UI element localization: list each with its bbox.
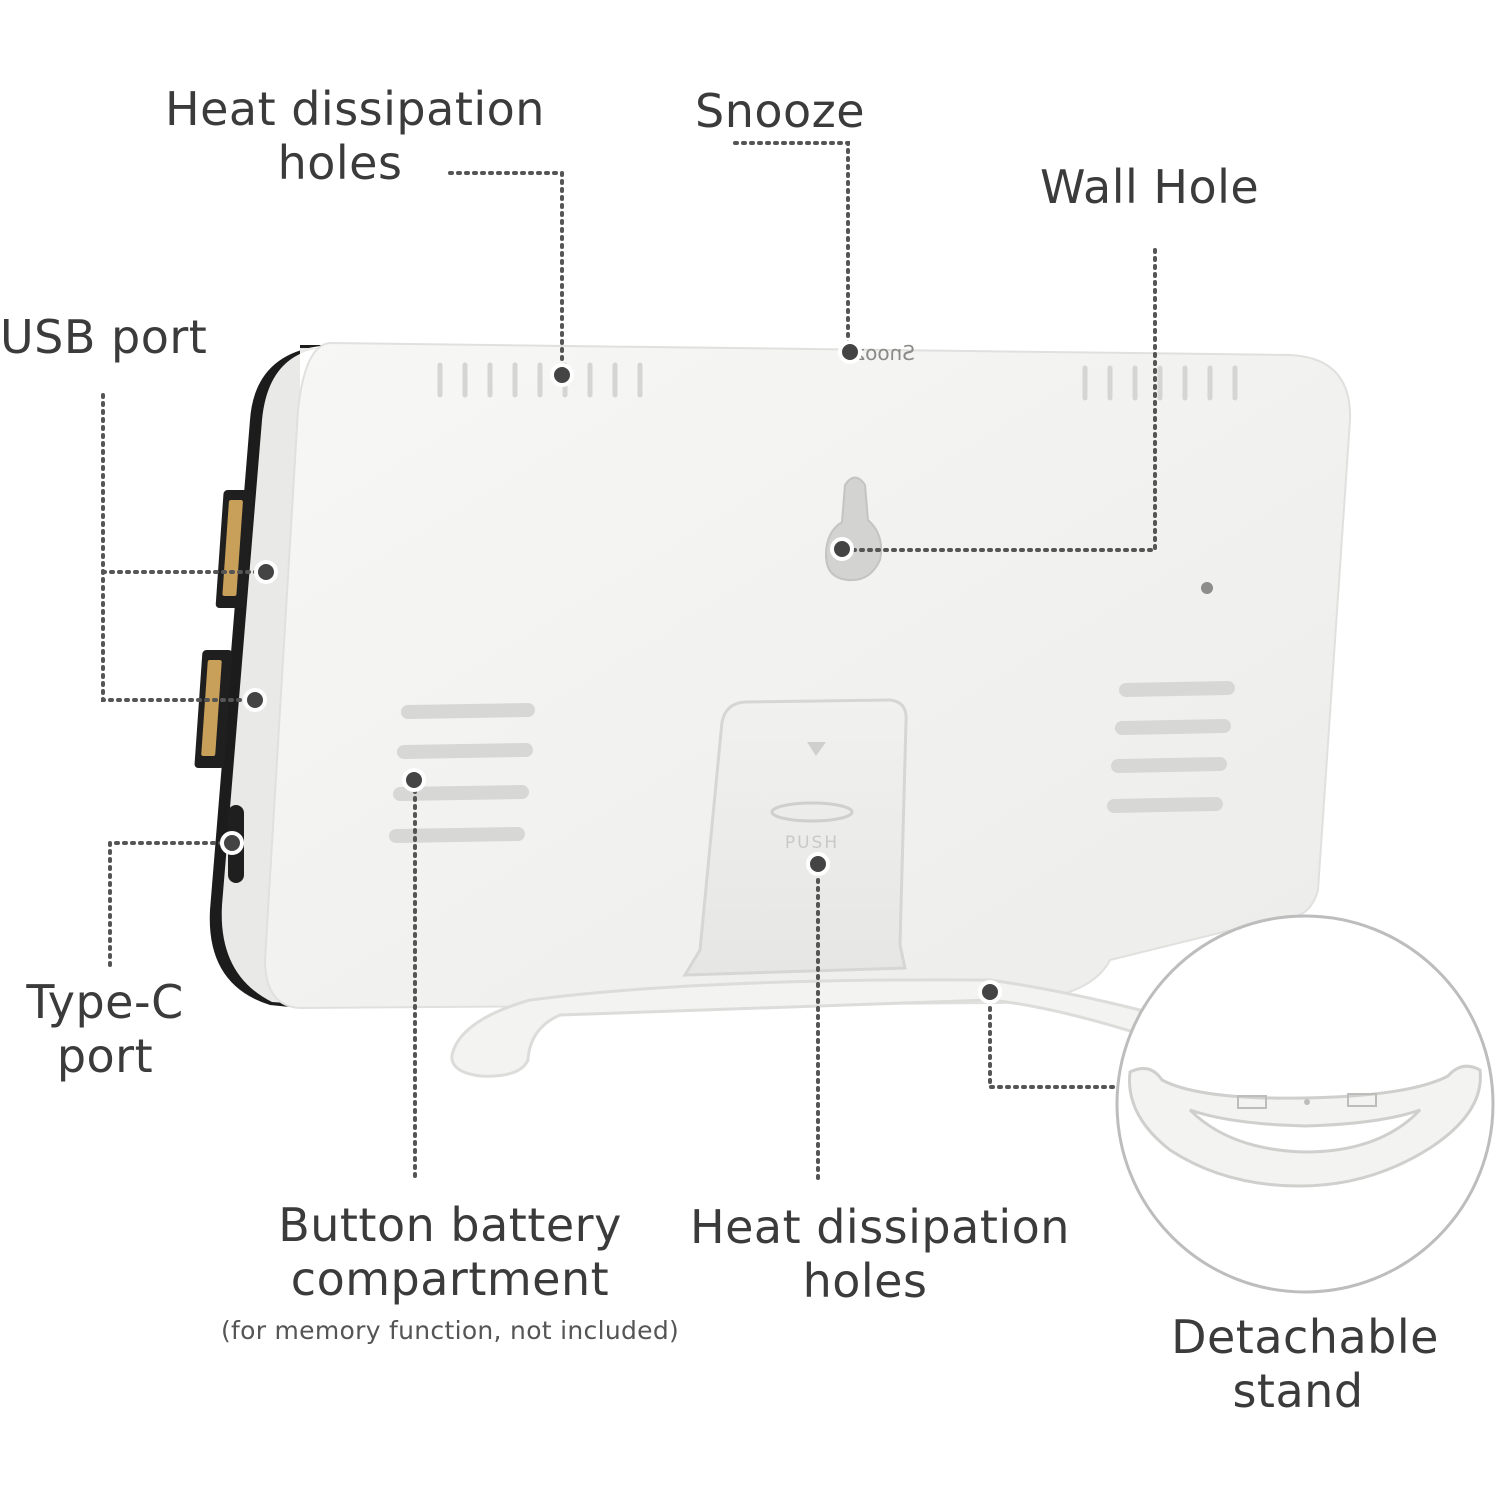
stand-inset-dot xyxy=(1304,1099,1310,1105)
label-heat-dissipation-top: Heat dissipation holes xyxy=(165,82,545,190)
dot-wall-hole xyxy=(830,537,854,561)
dot-usb-upper xyxy=(254,560,278,584)
top-vents-right xyxy=(1082,365,1238,401)
label-detachable-stand: Detachable stand xyxy=(1160,1310,1450,1418)
push-print: PUSH xyxy=(785,833,839,853)
device-back-panel xyxy=(263,341,1352,1010)
label-battery-line2: compartment xyxy=(290,1252,610,1306)
label-battery-compartment: Button battery compartment xyxy=(230,1198,670,1306)
base-stand xyxy=(450,978,1142,1078)
stand-inset-slot-right xyxy=(1347,1093,1377,1107)
label-typec-port: Type-C port xyxy=(10,975,200,1083)
dot-stand xyxy=(978,980,1002,1004)
label-heat-top-line1: Heat dissipation xyxy=(165,82,545,136)
dot-snooze xyxy=(838,340,862,364)
leader-lines xyxy=(101,141,1157,1180)
usb-port-lower xyxy=(194,650,233,768)
callout-dots xyxy=(220,340,1002,1004)
side-vents-right xyxy=(1107,681,1235,813)
label-heat-top-line2: holes xyxy=(277,136,403,190)
dot-usb-lower xyxy=(243,688,267,712)
stand-inset-part xyxy=(1128,1064,1482,1188)
label-typec-line1: Type-C xyxy=(26,975,184,1029)
label-heat-dissipation-bottom: Heat dissipation holes xyxy=(690,1200,1070,1308)
label-typec-line2: port xyxy=(56,1029,154,1083)
kickstand-door xyxy=(682,698,908,977)
kickstand-arrow xyxy=(807,742,826,756)
label-battery-note: (for memory function, not included) xyxy=(220,1316,680,1345)
top-vents-left xyxy=(437,362,643,398)
label-heat-bottom-line2: holes xyxy=(802,1254,928,1308)
push-ellipse-mark xyxy=(770,801,854,823)
label-usb-port: USB port xyxy=(0,310,208,364)
label-snooze: Snooze xyxy=(695,84,866,138)
label-stand-line1: Detachable xyxy=(1171,1310,1439,1364)
pin-hole xyxy=(1201,582,1213,594)
side-vents-left xyxy=(389,703,535,843)
label-heat-bottom-line1: Heat dissipation xyxy=(690,1200,1070,1254)
label-wall-hole: Wall Hole xyxy=(1040,160,1260,214)
dot-heat-top xyxy=(550,363,574,387)
label-stand-line2: stand xyxy=(1232,1364,1364,1418)
dot-battery xyxy=(402,768,426,792)
dot-typec xyxy=(220,831,244,855)
label-battery-line1: Button battery xyxy=(278,1198,622,1252)
dot-heat-bottom xyxy=(806,852,830,876)
stand-inset-slot-left xyxy=(1237,1095,1267,1109)
